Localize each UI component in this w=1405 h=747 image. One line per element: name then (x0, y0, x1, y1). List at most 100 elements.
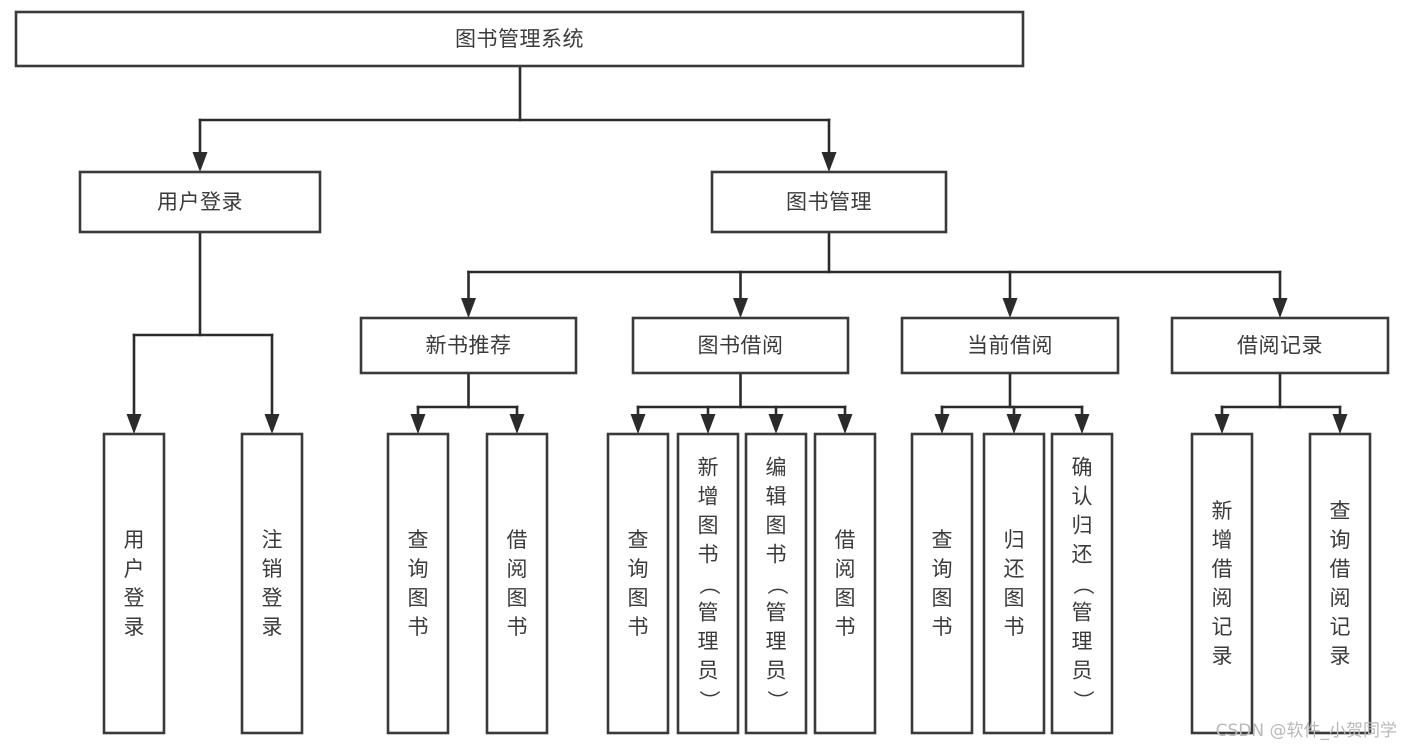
node-book-manage[interactable]: 图书管理 (710, 170, 948, 234)
node-borrow-record[interactable]: 借阅记录 (1170, 316, 1390, 375)
arrow-head-icon (1006, 414, 1022, 434)
node-label-char: 借 (835, 528, 856, 552)
node-root[interactable]: 图书管理系统 (14, 10, 1025, 68)
node-label-char: 认 (1072, 485, 1093, 509)
node-label-char: 销 (262, 557, 283, 581)
node-label-char: 新 (698, 456, 719, 480)
node-label-char: 书 (766, 543, 787, 567)
node-label-char: 员 (766, 659, 787, 683)
node-box-bb-search-book (606, 432, 670, 735)
node-box-cb-confirm-return (1050, 432, 1114, 735)
node-label-root: 图书管理系统 (455, 27, 584, 51)
arrow-head-icon (264, 414, 280, 434)
node-label-char: （ (1071, 574, 1095, 595)
node-label-char: 书 (835, 615, 856, 639)
arrow-head-icon (461, 298, 476, 318)
node-label-char: 还 (1072, 543, 1093, 567)
arrow-head-icon (1074, 414, 1090, 434)
node-box-bb-add-book (676, 432, 740, 735)
arrow-head-icon (1002, 298, 1018, 318)
arrow-head-icon (821, 152, 837, 172)
node-label-char: 增 (698, 485, 719, 509)
node-user-login-do[interactable]: 用户登录 (102, 432, 166, 735)
node-current-borrow[interactable]: 当前借阅 (900, 316, 1120, 375)
node-label-char: 阅 (835, 557, 856, 581)
node-label-char: 编 (766, 456, 787, 480)
node-user-login[interactable]: 用户登录 (78, 170, 322, 234)
node-label-char: 图 (835, 586, 856, 610)
node-box-user-logout (240, 432, 304, 735)
node-label-char: 还 (1004, 557, 1025, 581)
node-label-char: 查 (408, 528, 429, 552)
node-label-char: 借 (1212, 557, 1233, 581)
node-label-char: 查 (1330, 499, 1351, 523)
node-box-book-borrow (631, 316, 850, 375)
node-label-char: 询 (628, 557, 649, 581)
node-label-char: 图 (932, 586, 953, 610)
node-label-char: 询 (408, 557, 429, 581)
node-label-char: 录 (124, 615, 145, 639)
node-label-new-book-recommend: 新书推荐 (426, 334, 512, 358)
boxes-layer: 图书管理系统用户登录图书管理用户登录注销登录新书推荐查询图书借阅图书图书借阅查询… (14, 10, 1390, 735)
node-label-char: 图 (408, 586, 429, 610)
arrow-head-icon (1332, 414, 1348, 434)
node-label-char: 管 (766, 601, 787, 625)
node-label-char: 阅 (1212, 586, 1233, 610)
node-label-char: 确 (1072, 456, 1093, 480)
node-label-char: 书 (628, 615, 649, 639)
node-label-char: 注 (262, 528, 283, 552)
node-label-char: 图 (507, 586, 528, 610)
node-label-char: 登 (124, 586, 145, 610)
node-label-char: 用 (124, 528, 145, 552)
node-label-char: 理 (1072, 630, 1093, 654)
node-label-char: 录 (262, 615, 283, 639)
node-box-bb-edit-book (744, 432, 808, 735)
node-label-char: 理 (698, 630, 719, 654)
node-label-char: 书 (408, 615, 429, 639)
arrow-head-icon (410, 414, 426, 434)
node-box-nbr-borrow-book (485, 432, 549, 735)
node-box-br-add-record (1190, 432, 1254, 735)
node-label-char: 户 (124, 557, 145, 581)
node-new-book-recommend[interactable]: 新书推荐 (359, 316, 578, 375)
node-box-root (14, 10, 1025, 68)
node-label-char: 员 (1072, 659, 1093, 683)
node-label-char: 书 (507, 615, 528, 639)
node-box-cb-search-book (910, 432, 974, 735)
node-label-char: 询 (1330, 528, 1351, 552)
node-label-char: 书 (698, 543, 719, 567)
node-box-new-book-recommend (359, 316, 578, 375)
node-label-char: 管 (698, 601, 719, 625)
node-book-borrow[interactable]: 图书借阅 (631, 316, 850, 375)
node-label-char: 图 (628, 586, 649, 610)
arrow-head-icon (192, 152, 208, 172)
node-label-book-manage: 图书管理 (786, 190, 872, 214)
node-label-char: 借 (1330, 557, 1351, 581)
node-label-char: 归 (1072, 514, 1093, 538)
node-label-char: 查 (932, 528, 953, 552)
node-label-char: 新 (1212, 499, 1233, 523)
node-label-char: 询 (932, 557, 953, 581)
node-box-bb-borrow-book (813, 432, 877, 735)
node-label-book-borrow: 图书借阅 (698, 334, 784, 358)
node-box-cb-return-book (982, 432, 1046, 735)
node-label-char: 辑 (766, 485, 787, 509)
node-label-char: 书 (1004, 615, 1025, 639)
node-label-char: （ (697, 574, 721, 595)
node-label-char: 录 (1212, 644, 1233, 668)
arrow-head-icon (126, 414, 142, 434)
node-label-char: 阅 (1330, 586, 1351, 610)
